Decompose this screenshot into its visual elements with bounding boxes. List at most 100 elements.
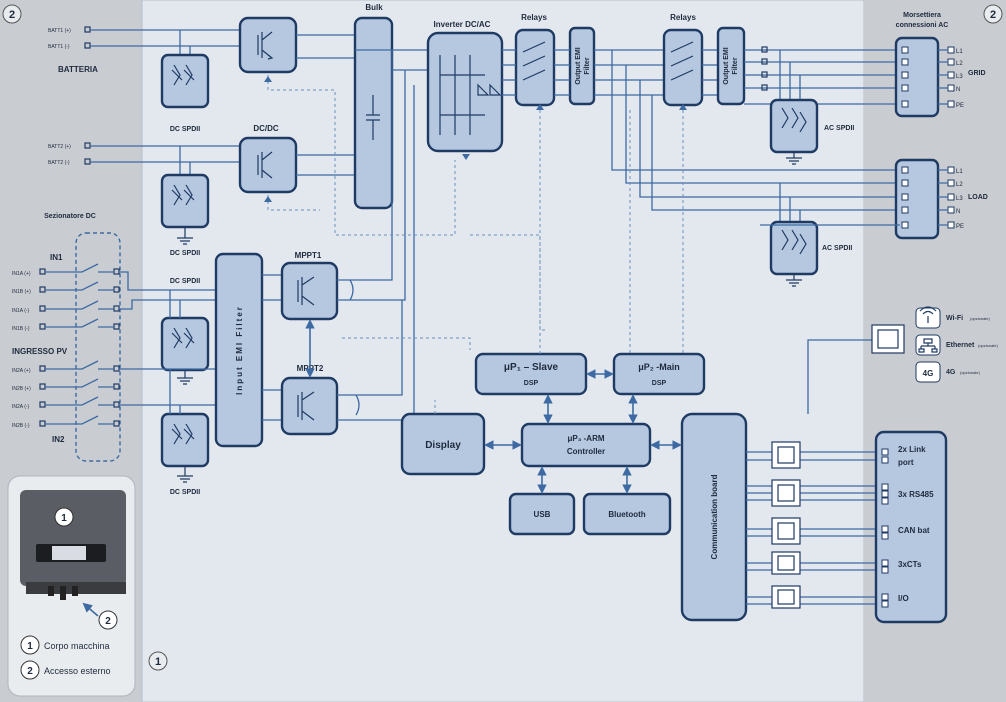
svg-text:IN2A (+): IN2A (+) [12, 368, 31, 374]
comm-connections [746, 339, 876, 605]
dc-spd-3: DC SPDII [160, 278, 210, 385]
svg-text:Wi-Fi: Wi-Fi [946, 315, 963, 322]
input-emi-filter: Input EMI Filter [214, 252, 264, 448]
svg-text:Filter: Filter [732, 57, 739, 74]
svg-text:IN1A (-): IN1A (-) [12, 308, 30, 314]
output-emi-filter-2: Output EMI Filter [716, 26, 746, 106]
port-rs485-label: 3x RS485 [898, 490, 934, 499]
svg-text:L1: L1 [956, 49, 963, 55]
batt1-pos-label: BATT1 (+) [48, 28, 71, 34]
arm-controller: μP₃ -ARM Controller [520, 422, 652, 468]
dcdc-converter-2: DC/DC [238, 124, 298, 194]
grid-phase-labels: L1 L2 L3 N PE [956, 49, 964, 109]
svg-text:μP₃ -ARM: μP₃ -ARM [567, 434, 604, 443]
port-ct-label: 3xCTs [898, 560, 922, 569]
main-dsp: μP₂ -Main DSP [612, 352, 706, 396]
left-zone-badge: 2 [2, 4, 22, 24]
dc-spd-4: DC SPDII [160, 412, 210, 496]
svg-text:L3: L3 [956, 74, 963, 80]
svg-text:μP₂ -Main: μP₂ -Main [638, 362, 680, 372]
grid-label: GRID [968, 70, 986, 77]
bulk-capacitor: Bulk [353, 3, 394, 210]
svg-text:(opzionale): (opzionale) [960, 370, 980, 375]
disconnector-title: Sezionatore DC [44, 213, 96, 220]
legend-box: 1 2 1 Corpo macchina 2 Accesso esterno [7, 475, 136, 697]
communication-board: Communication board [680, 412, 748, 622]
svg-text:Ethernet: Ethernet [946, 342, 975, 349]
svg-text:2: 2 [9, 9, 15, 21]
legend-item-1: Corpo macchina [44, 641, 110, 651]
svg-text:N: N [956, 87, 960, 93]
svg-text:Output EMI: Output EMI [575, 47, 582, 84]
batt2-pos-label: BATT2 (+) [48, 144, 71, 150]
slave-dsp: μP₁ – Slave DSP [474, 352, 588, 396]
ingresso-pv-label: INGRESSO PV [12, 347, 68, 356]
inverter-dc-ac: Inverter DC/AC [426, 20, 504, 153]
grid-terminal-block [894, 36, 955, 118]
svg-text:1: 1 [27, 641, 33, 652]
svg-text:DC SPDII: DC SPDII [170, 250, 200, 257]
in1-label: IN1 [50, 253, 63, 262]
svg-text:DSP: DSP [524, 380, 539, 387]
port-link-label-1: 2x Link [898, 445, 926, 454]
comm-connectors [771, 324, 905, 609]
legend-device-marker-1: 1 [61, 513, 67, 524]
svg-text:Inverter DC/AC: Inverter DC/AC [434, 20, 491, 29]
svg-text:1: 1 [155, 656, 161, 668]
relays-2: Relays [662, 13, 704, 107]
svg-text:IN2A (-): IN2A (-) [12, 404, 30, 410]
load-label: LOAD [968, 194, 988, 201]
svg-text:(opzionale): (opzionale) [978, 343, 998, 348]
svg-text:IN2B (+): IN2B (+) [12, 386, 31, 392]
control-dashed-lines [267, 75, 684, 414]
port-io-label: I/O [898, 594, 909, 603]
svg-text:IN1B (+): IN1B (+) [12, 289, 31, 295]
inner-zone-badge: 1 [148, 651, 168, 671]
right-zone-badge: 2 [983, 4, 1003, 24]
svg-text:Controller: Controller [567, 447, 605, 456]
battery-title: BATTERIA [58, 65, 98, 74]
dc-spd-1: DC SPDII [160, 53, 210, 133]
svg-text:Output EMI: Output EMI [723, 47, 730, 84]
battery-wires [90, 29, 240, 175]
svg-text:AC SPDII: AC SPDII [822, 245, 852, 252]
svg-text:DC/DC: DC/DC [253, 124, 279, 133]
cellular-4g-option: 4G 4G (opzionale) [915, 361, 980, 383]
port-can-label: CAN bat [898, 526, 930, 535]
svg-text:2: 2 [990, 9, 996, 21]
svg-text:MPPT1: MPPT1 [295, 251, 322, 260]
svg-text:Relays: Relays [670, 13, 696, 22]
in2-label: IN2 [52, 435, 65, 444]
svg-text:(opzionale): (opzionale) [970, 316, 990, 321]
svg-text:Input EMI Filter: Input EMI Filter [235, 305, 244, 395]
svg-text:IN1A (+): IN1A (+) [12, 271, 31, 277]
batt1-neg-label: BATT1 (-) [48, 44, 70, 50]
mppt-1: MPPT1 [280, 251, 339, 321]
svg-text:IN2B (-): IN2B (-) [12, 423, 30, 429]
svg-text:DC SPDII: DC SPDII [170, 126, 200, 133]
legend-item-2: Accesso esterno [44, 666, 111, 676]
svg-text:Relays: Relays [521, 13, 547, 22]
output-emi-filter-1: Output EMI Filter [568, 26, 596, 106]
morsettiera-title-1: Morsettiera [903, 12, 941, 19]
svg-text:Display: Display [425, 440, 461, 451]
svg-text:4G: 4G [946, 369, 956, 376]
morsettiera-title-2: connessioni AC [896, 22, 949, 29]
batt2-neg-label: BATT2 (-) [48, 160, 70, 166]
svg-text:L3: L3 [956, 196, 963, 202]
dc-spd-2: DC SPDII [160, 173, 210, 257]
control-arrows [305, 319, 682, 494]
ac-spd-load: AC SPDII [769, 220, 852, 287]
dcdc-converter-1: DC/DC [238, 16, 298, 74]
svg-text:PE: PE [956, 103, 964, 109]
bluetooth-block: Bluetooth [582, 492, 672, 536]
load-phase-labels: L1 L2 L3 N PE [956, 169, 964, 230]
ac-line-terminals [761, 46, 768, 91]
dc-disconnector-box [75, 232, 121, 462]
svg-text:AC SPDII: AC SPDII [824, 125, 854, 132]
svg-text:μP₁ – Slave: μP₁ – Slave [504, 362, 559, 373]
legend-device-marker-2: 2 [105, 616, 111, 627]
svg-text:N: N [956, 209, 960, 215]
pv-wires [45, 263, 216, 425]
usb-block: USB [508, 492, 576, 536]
